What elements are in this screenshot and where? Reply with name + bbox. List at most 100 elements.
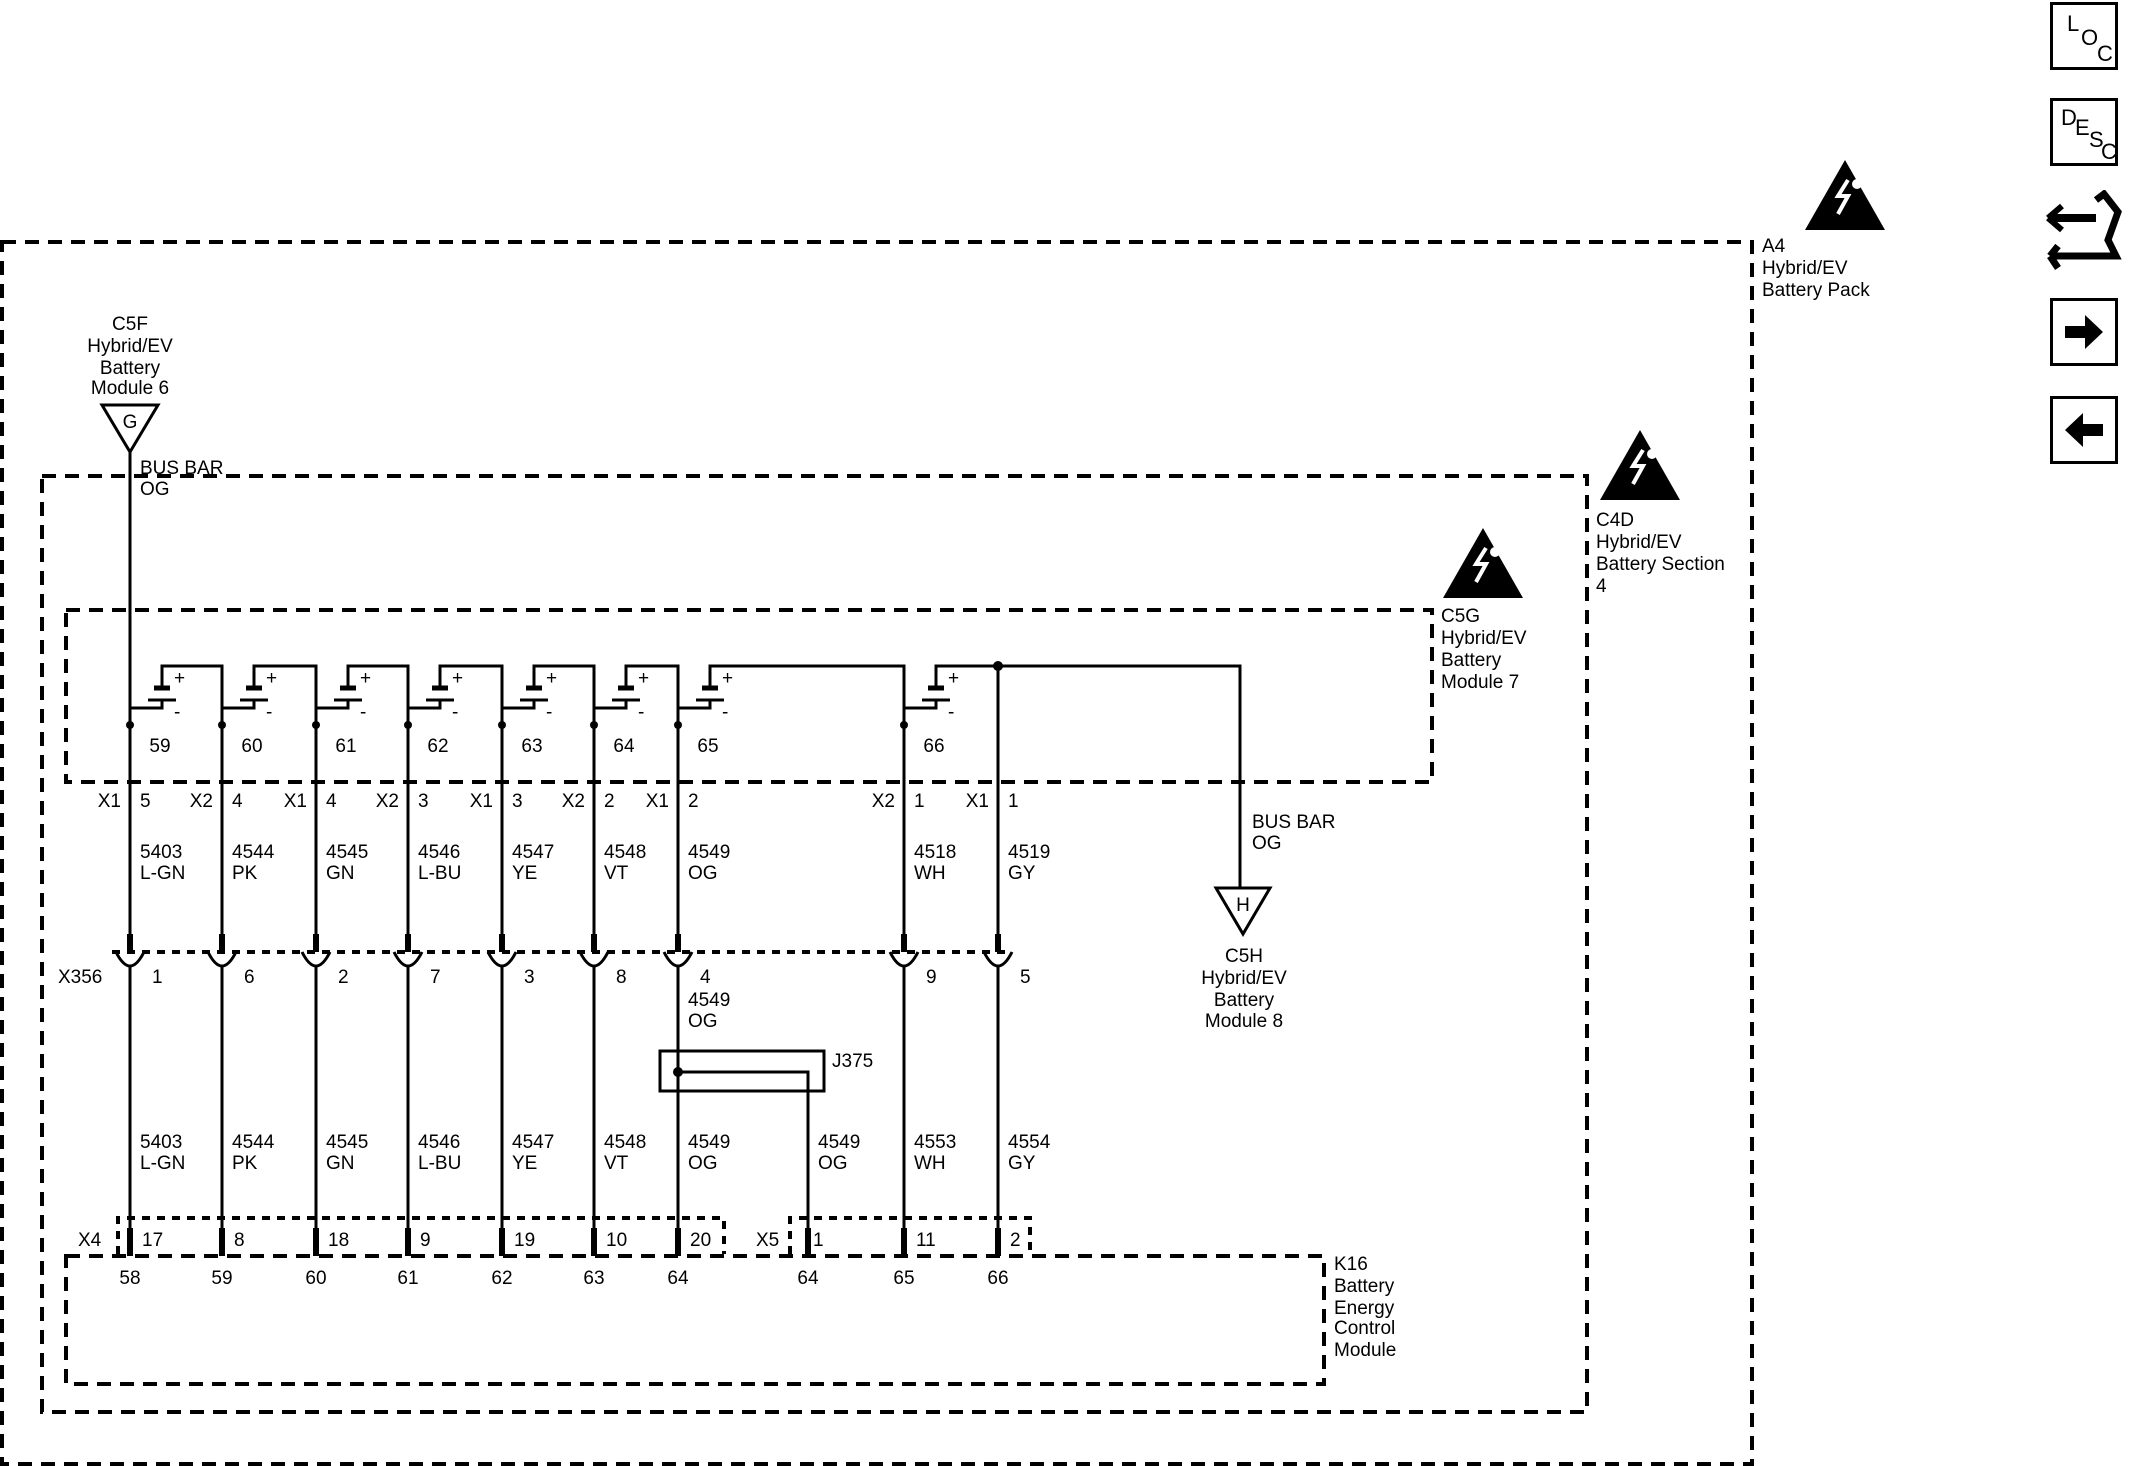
battery-module-8-label: C5H Hybrid/EV Battery Module 8 xyxy=(1201,946,1287,1032)
cell-plus-sign: + xyxy=(722,668,733,689)
bus-bar-node xyxy=(993,661,1003,671)
cell-number: 63 xyxy=(521,736,542,757)
cell-minus-sign: - xyxy=(174,702,180,723)
k16-terminal-number: 66 xyxy=(987,1268,1008,1289)
k16-module-boundary xyxy=(64,1254,1326,1386)
k16-terminal-number: 59 xyxy=(211,1268,232,1289)
bus-bar-segment xyxy=(160,664,224,725)
module-connector-id: X1 xyxy=(98,791,121,812)
desc-letter-d: D xyxy=(2061,105,2077,130)
cell-lead xyxy=(406,700,442,725)
k16-header-pin-number: 11 xyxy=(916,1230,936,1251)
module-connector-id: X1 xyxy=(470,791,493,812)
circuit-number-lower: 5403 xyxy=(140,1132,182,1153)
svg-text:Module: Module xyxy=(1334,1340,1396,1361)
module-connector-pin: 2 xyxy=(604,791,615,812)
svg-text:Hybrid/EV: Hybrid/EV xyxy=(87,336,173,357)
circuit-number: 4519 xyxy=(1008,842,1050,863)
arrow-right-icon xyxy=(2065,315,2103,349)
previous-page-button[interactable] xyxy=(2050,396,2118,464)
module-7-bus-bar xyxy=(160,661,1003,725)
module-connector-id: X1 xyxy=(646,791,669,812)
svg-text:C4D: C4D xyxy=(1596,510,1634,531)
bus-bar-segment xyxy=(438,664,504,725)
circuit-number-lower: 4546 xyxy=(418,1132,460,1153)
k16-header-pin-number: 9 xyxy=(420,1230,431,1251)
k16-header-pin-number: 10 xyxy=(606,1230,627,1251)
circuit-number-lower: 4544 xyxy=(232,1132,275,1153)
battery-module-6-label: C5F Hybrid/EV Battery Module 6 xyxy=(87,314,173,399)
x356-pin-number: 2 xyxy=(338,967,349,988)
splice-wire-color: OG xyxy=(818,1153,848,1174)
cell-number: 66 xyxy=(923,736,944,757)
cell-plus-sign: + xyxy=(174,668,185,689)
cell-lead xyxy=(220,700,256,725)
svg-text:C5G: C5G xyxy=(1441,606,1480,627)
wire-color: PK xyxy=(232,863,258,884)
x356-socket xyxy=(486,951,518,968)
circuit-number: 4548 xyxy=(604,842,646,863)
circuit-number: 4545 xyxy=(326,842,368,863)
module-connector-pin: 3 xyxy=(512,791,523,812)
wire-color: L-GN xyxy=(140,863,185,884)
bus-bar-label-h: BUS BAR xyxy=(1252,812,1335,833)
x5-connector-label: X5 xyxy=(756,1230,779,1251)
battery-pack-boundary xyxy=(0,240,1754,1466)
svg-text:Hybrid/EV: Hybrid/EV xyxy=(1201,968,1287,989)
x356-socket xyxy=(578,951,610,968)
bus-bar-segment xyxy=(346,664,410,725)
svg-text:K16: K16 xyxy=(1334,1254,1368,1275)
k16-terminal-number: 64 xyxy=(667,1268,689,1289)
circuit-number-lower: 4548 xyxy=(604,1132,646,1153)
k16-terminal-number: 60 xyxy=(305,1268,326,1289)
k16-terminal-number: 58 xyxy=(119,1268,140,1289)
cell-plus-sign: + xyxy=(452,668,463,689)
x356-socket xyxy=(982,951,1014,968)
module-6-connector-g: G xyxy=(99,403,161,455)
cell-lead xyxy=(128,700,164,725)
module-connector-pin: 4 xyxy=(232,791,243,812)
bus-bar-segment xyxy=(252,664,318,725)
svg-text:C5F: C5F xyxy=(112,314,148,335)
bus-bar-label-g: BUS BAR xyxy=(140,458,223,479)
wire-color: WH xyxy=(914,863,946,884)
svg-text:H: H xyxy=(1236,895,1250,916)
module-connector-id: X2 xyxy=(376,791,399,812)
cell-minus-sign: - xyxy=(722,702,728,723)
k16-terminal-label: 64 xyxy=(797,1268,819,1289)
svg-text:A4: A4 xyxy=(1762,236,1786,257)
svg-text:Battery: Battery xyxy=(100,358,161,379)
circuit-number: 4549 xyxy=(688,842,730,863)
k16-header-pin-number: 2 xyxy=(1010,1230,1021,1251)
desc-letter-s: S xyxy=(2089,127,2104,152)
svg-text:Module 6: Module 6 xyxy=(91,378,169,399)
cell-minus-sign: - xyxy=(266,702,272,723)
cell-number: 65 xyxy=(697,736,718,757)
splice-circuit-number: 4549 xyxy=(818,1132,860,1153)
cell-minus-sign: - xyxy=(638,702,644,723)
module-connector-pin: 1 xyxy=(914,791,925,812)
circuit-number: 4544 xyxy=(232,842,275,863)
svg-text:C5H: C5H xyxy=(1225,946,1263,967)
module-connector-id: X2 xyxy=(562,791,585,812)
wire-color-lower: L-BU xyxy=(418,1153,461,1174)
description-button[interactable]: D E S C xyxy=(2050,98,2118,166)
x356-pin-number: 9 xyxy=(926,967,937,988)
connector-views-button[interactable] xyxy=(2044,189,2124,280)
battery-module-7-boundary xyxy=(64,608,1434,784)
svg-text:Energy: Energy xyxy=(1334,1298,1395,1319)
cell-number: 61 xyxy=(335,736,356,757)
module-connector-id: X1 xyxy=(966,791,989,812)
location-button[interactable]: L O C xyxy=(2050,2,2118,70)
x356-connector-label: X356 xyxy=(58,967,102,988)
next-page-button[interactable] xyxy=(2050,298,2118,366)
k16-header-pin-number: 18 xyxy=(328,1230,349,1251)
svg-text:Battery: Battery xyxy=(1214,990,1275,1011)
